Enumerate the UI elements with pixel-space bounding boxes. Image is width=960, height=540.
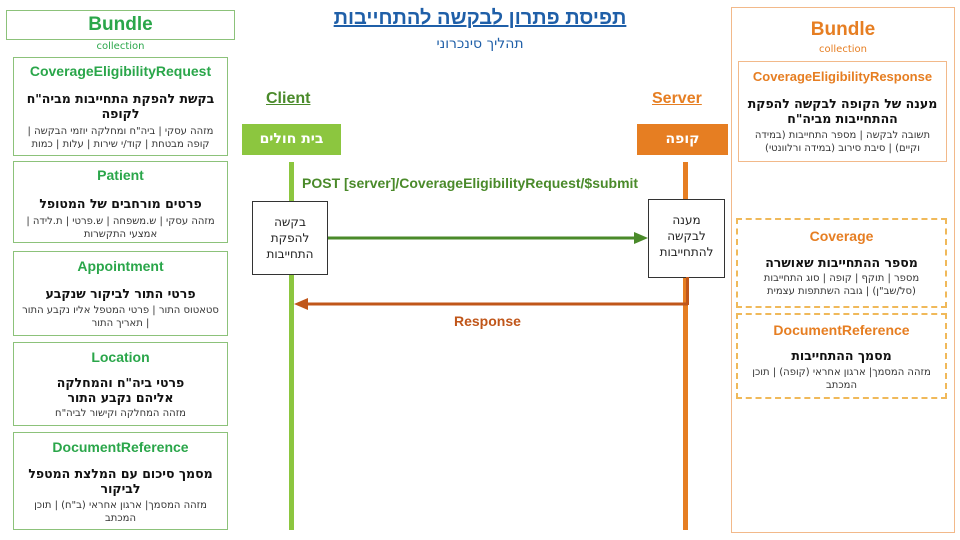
request-arrow — [328, 232, 648, 244]
right-card-document-reference: DocumentReference מסמך ההתחייבות מזהה המ… — [736, 313, 947, 399]
left-card-document-reference: DocumentReference מסמך סיכום עם המלצת המ… — [13, 432, 228, 530]
right-card-coverage: Coverage מספר ההתחייבות שאושרה מספר | תו… — [736, 218, 947, 308]
response-label: Response — [454, 313, 521, 329]
server-label: Server — [652, 90, 702, 107]
client-participant-box: בית חולים — [242, 124, 341, 155]
server-participant-label: קופה — [665, 131, 700, 147]
card-description: מספר ההתחייבות שאושרה — [765, 255, 918, 270]
card-description: מסמך ההתחייבות — [791, 348, 892, 363]
card-description: פרטי ביה"ח והמחלקה אליהם נקבע התור — [56, 375, 185, 405]
card-detail: מזהה עסקי | ביה"ח ומחלקה יוזמי הבקשה | ק… — [27, 126, 214, 150]
client-participant-label: בית חולים — [259, 131, 324, 147]
right-bundle-title: Bundle — [810, 19, 876, 40]
card-description: מסמך סיכום עם המלצת המטפל לביקור — [28, 466, 213, 496]
card-detail: מזהה עסקי | ש.משפחה | ש.פרטי | ת.לידה | … — [26, 216, 215, 240]
client-lifeline — [289, 162, 294, 530]
card-description: פרטי התור לביקור שנקבע — [45, 286, 196, 301]
card-title: DocumentReference — [52, 439, 189, 455]
page-title: תפיסת פתרון לבקשה להתחייבות — [333, 7, 627, 29]
server-activation-label: מענה לבקשה להתחייבות — [659, 213, 714, 259]
left-card-appointment: Appointment פרטי התור לביקור שנקבע סטאטו… — [13, 251, 228, 336]
left-bundle-title: Bundle — [88, 14, 153, 35]
left-bundle-subtitle: collection — [96, 41, 145, 52]
right-bundle-subtitle: collection — [819, 44, 867, 55]
client-activation-label: בקשה להפקת התחייבות — [266, 215, 314, 261]
request-label: POST [server]/CoverageEligibilityRequest… — [302, 175, 639, 191]
left-card-patient: Patient פרטים מורחבים של המטופל מזהה עסק… — [13, 161, 228, 243]
card-title: Appointment — [77, 258, 164, 274]
card-detail: תשובה לבקשה | מספר התחייבות (במידה וקיים… — [754, 130, 931, 154]
card-detail: מזהה המסמך| ארגון אחראי (ב"ח) | תוכן המכ… — [34, 500, 207, 524]
page-subtitle: תהליך סינכרוני — [436, 36, 524, 52]
card-title: Coverage — [809, 228, 874, 244]
card-description: בקשת להפקת התחייבות מביה"ח לקופה — [26, 91, 215, 121]
left-card-location: Location פרטי ביה"ח והמחלקה אליהם נקבע ה… — [13, 342, 228, 426]
card-title: DocumentReference — [773, 322, 910, 338]
server-lifeline — [683, 162, 688, 530]
response-arrowhead — [294, 298, 308, 310]
card-title: CoverageEligibilityResponse — [752, 69, 933, 84]
card-detail: סטאטוס התור | פרטי המטפל אליו נקבע התור … — [22, 305, 219, 329]
card-detail: מזהה המחלקה וקישור לביה"ח — [55, 408, 186, 419]
card-description: פרטים מורחבים של המטופל — [39, 196, 202, 211]
left-bundle-header: Bundle — [6, 10, 235, 40]
request-arrowhead — [634, 232, 648, 244]
card-description: מענה של הקופה לבקשה להפקת ההתחייבות מביה… — [747, 96, 938, 126]
client-label: Client — [266, 90, 311, 107]
client-activation-box: בקשה להפקת התחייבות — [252, 201, 328, 275]
server-activation-box: מענה לבקשה להתחייבות — [648, 199, 725, 278]
response-arrow — [294, 298, 688, 310]
card-detail: מזהה המסמך| ארגון אחראי (קופה) | תוכן המ… — [752, 367, 931, 391]
server-participant-box: קופה — [637, 124, 728, 155]
server-reply-connector — [686, 277, 689, 305]
right-card-coverage-eligibility-response: CoverageEligibilityResponse מענה של הקופ… — [738, 61, 947, 162]
card-title: Patient — [97, 167, 144, 183]
left-card-coverage-eligibility-request: CoverageEligibilityRequest בקשת להפקת הת… — [13, 57, 228, 156]
card-title: Location — [91, 349, 150, 365]
card-title: CoverageEligibilityRequest — [29, 63, 212, 79]
card-detail: מספר | תוקף | קופה | סוג התחייבות (סל/שב… — [763, 273, 920, 297]
